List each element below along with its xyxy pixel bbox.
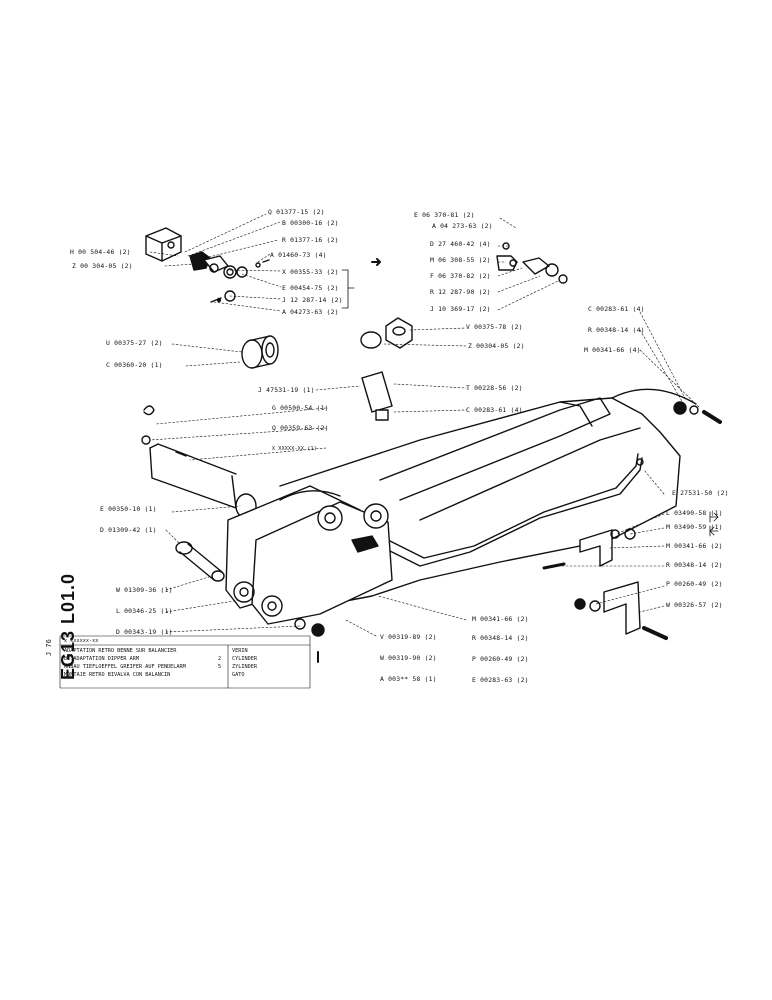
- title-line-es: MONTAJE RETRO BIVALVA CON BALANCIN: [64, 672, 171, 678]
- hinge-pin: [175, 541, 225, 582]
- part-label: W 00326-57 (2): [666, 601, 723, 609]
- title-line-en: BU.ADAPTATION DIPPER ARM: [64, 656, 139, 662]
- part-label: R 00348-14 (2): [666, 561, 723, 569]
- part-label: R 12 287-90 (2): [430, 288, 491, 296]
- part-label: A 04273-63 (2): [282, 308, 339, 316]
- part-label: E 00283-63 (2): [472, 676, 529, 684]
- part-label: A 01460-73 (4): [270, 251, 327, 259]
- title-qty-2: 5: [218, 664, 222, 670]
- part-label: C 00283-61 (4): [588, 305, 645, 313]
- part-label: Q 00359-63 (2): [272, 424, 329, 432]
- hydraulic-pipe: [383, 457, 643, 567]
- bracket-plate: [361, 371, 393, 413]
- part-label: Q 01377-15 (2): [268, 208, 325, 216]
- part-label: X 00355-33 (2): [282, 268, 339, 276]
- part-label: E 00350-10 (1): [100, 505, 157, 513]
- part-label: H 00 504-46 (2): [70, 248, 131, 256]
- title-block: x xxxxxx-xx ADAPTATION RETRO BENNE SUR B…: [60, 636, 310, 686]
- bushing: [241, 335, 279, 369]
- part-label: Z 00 304-05 (2): [72, 262, 133, 270]
- title-line-fr: ADAPTATION RETRO BENNE SUR BALANCIER: [64, 648, 177, 654]
- part-label: X XXXXX-XX (1): [272, 446, 317, 452]
- part-label: R 00348-14 (2): [472, 634, 529, 642]
- part-label: A 04 273-63 (2): [432, 222, 493, 230]
- part-label: A 003** 58 (1): [380, 675, 437, 683]
- part-label: P 00260-49 (2): [666, 580, 723, 588]
- part-label: R 00348-14 (4): [588, 326, 645, 334]
- part-label: J 47531-19 (1): [258, 386, 315, 394]
- linkage-plates: [225, 485, 393, 625]
- part-label: B 00300-16 (2): [282, 219, 339, 227]
- part-label: C 00360-20 (1): [106, 361, 163, 369]
- part-label: M 00341-66 (2): [472, 615, 529, 623]
- part-label: W 00319-90 (2): [380, 654, 437, 662]
- part-label: D 01309-42 (1): [100, 526, 157, 534]
- part-label: Z 00304-05 (2): [468, 342, 525, 350]
- pivot-pin-with-clip: [141, 405, 257, 519]
- title-line-de: ANBAU TIEFLOEFFEL GREIFER AUF PENDELARM: [64, 664, 186, 670]
- part-label: V 00319-89 (2): [380, 633, 437, 641]
- part-label: V 00375-78 (2): [466, 323, 523, 331]
- title-right-de: ZYLINDER: [232, 664, 257, 670]
- part-label: E 27531-50 (2): [672, 489, 729, 497]
- part-label: E 06 370-81 (2): [414, 211, 475, 219]
- part-label: W 01309-36 (1): [116, 586, 173, 594]
- part-label: U 00375-27 (2): [106, 339, 163, 347]
- part-label: L 03490-58 (1): [666, 509, 723, 517]
- title-right-fr: VERIN: [232, 648, 248, 654]
- part-label: J 12 287-14 (2): [282, 296, 343, 304]
- part-label: M 00341-66 (2): [666, 542, 723, 550]
- part-label: C 00283-61 (4): [466, 406, 523, 414]
- title-right-en: CYLINDER: [232, 656, 257, 662]
- fitting-assembly-right: [496, 242, 568, 284]
- part-label: M 06 308-55 (2): [430, 256, 491, 264]
- page-number: J 76: [45, 639, 53, 656]
- part-label: R 01377-16 (2): [282, 236, 339, 244]
- part-label: M 00341-66 (4): [584, 346, 641, 354]
- part-label: F 06 370-82 (2): [430, 272, 491, 280]
- fitting-assembly: [189, 251, 270, 303]
- part-label: P 00260-49 (2): [472, 655, 529, 663]
- part-label: M 03490-59 (1): [666, 523, 723, 531]
- title-qty-1: 2: [218, 656, 222, 662]
- title-right-es: GATO: [232, 672, 245, 678]
- part-label: E 00454-75 (2): [282, 284, 339, 292]
- part-label: D 00343-19 (1): [116, 628, 173, 636]
- part-label: J 10 369-17 (2): [430, 305, 491, 313]
- cylinder-head-block: [145, 227, 182, 262]
- part-label: L 00346-25 (1): [116, 607, 173, 615]
- title-stamp: x xxxxxx-xx: [64, 638, 99, 644]
- part-label: T 00228-56 (2): [466, 384, 523, 392]
- part-label: G 00500-54 (1): [272, 404, 329, 412]
- seal-and-nut: [360, 317, 413, 349]
- part-label: D 27 460-42 (4): [430, 240, 491, 248]
